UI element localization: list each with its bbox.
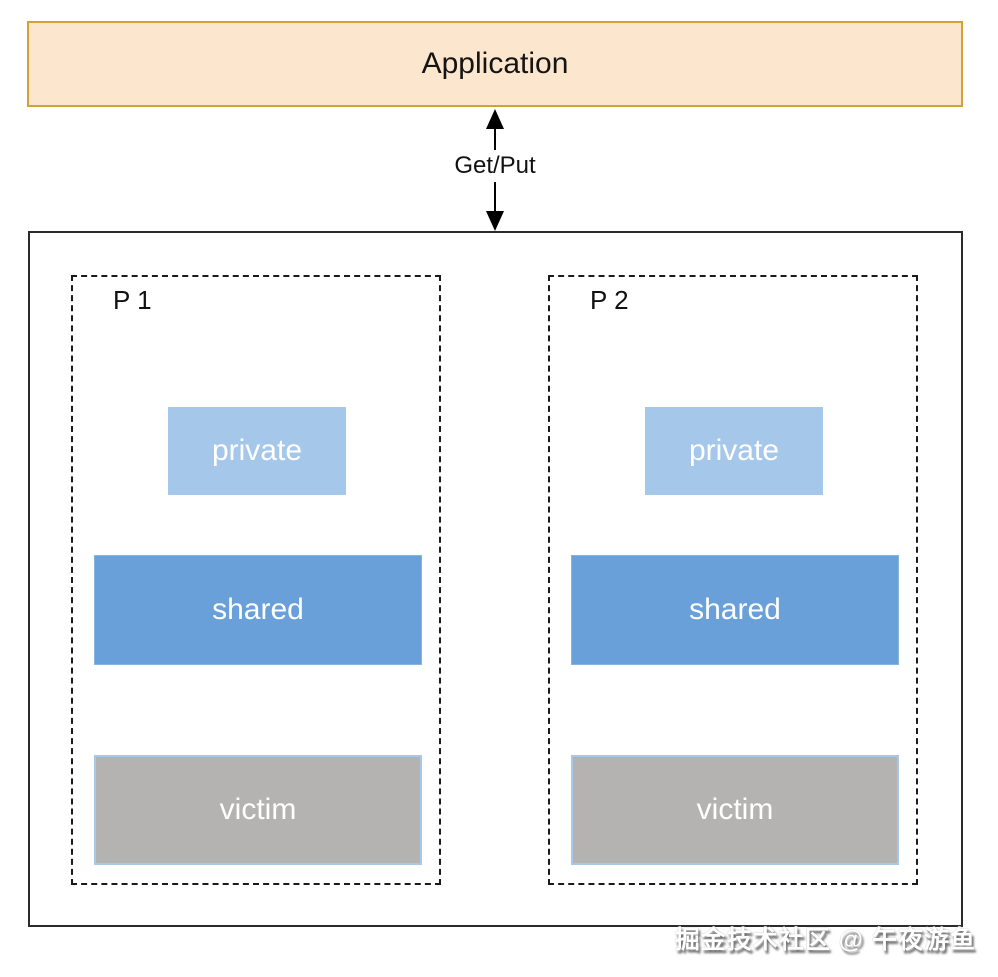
- p1-shared-block: shared: [94, 555, 422, 665]
- process-box-p1: P 1 private shared victim: [71, 275, 441, 885]
- process-p1-label: P 1: [113, 285, 152, 315]
- watermark: 掘金技术社区 @ 午夜游鱼: [674, 926, 976, 954]
- get-put-label: Get/Put: [449, 150, 541, 182]
- p1-shared-label: shared: [212, 593, 304, 626]
- p2-shared-label: shared: [689, 593, 781, 626]
- p1-private-label: private: [211, 434, 303, 467]
- application-box: Application: [27, 21, 963, 107]
- p2-shared-block: shared: [571, 555, 899, 665]
- application-label: Application: [421, 47, 569, 80]
- p1-victim-label: victim: [219, 793, 297, 826]
- p1-victim-block: victim: [94, 755, 422, 865]
- p2-private-block: private: [645, 407, 823, 495]
- arrow-down-icon: [486, 211, 504, 231]
- p2-private-label: private: [688, 434, 780, 467]
- p2-victim-block: victim: [571, 755, 899, 865]
- p2-victim-label: victim: [696, 793, 774, 826]
- process-p2-label: P 2: [590, 285, 629, 315]
- p1-private-block: private: [168, 407, 346, 495]
- arrow-up-icon: [486, 109, 504, 129]
- process-box-p2: P 2 private shared victim: [548, 275, 918, 885]
